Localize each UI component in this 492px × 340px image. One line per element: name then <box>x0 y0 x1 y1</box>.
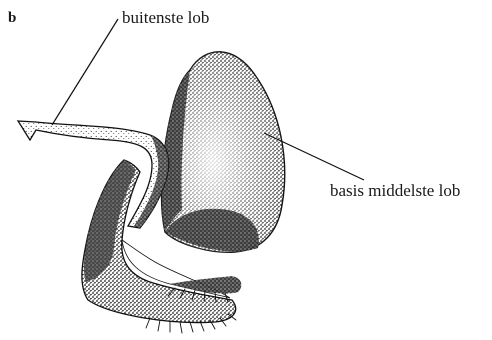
middle-lobe-shape <box>161 52 284 252</box>
panel-letter: b <box>8 11 16 26</box>
outer-lobe-shape <box>18 121 169 228</box>
label-outer-lobe: buitenste lob <box>122 9 209 26</box>
leader-line-outer-lobe <box>52 19 118 125</box>
label-middle-lobe-base: basis middelste lob <box>330 182 460 199</box>
